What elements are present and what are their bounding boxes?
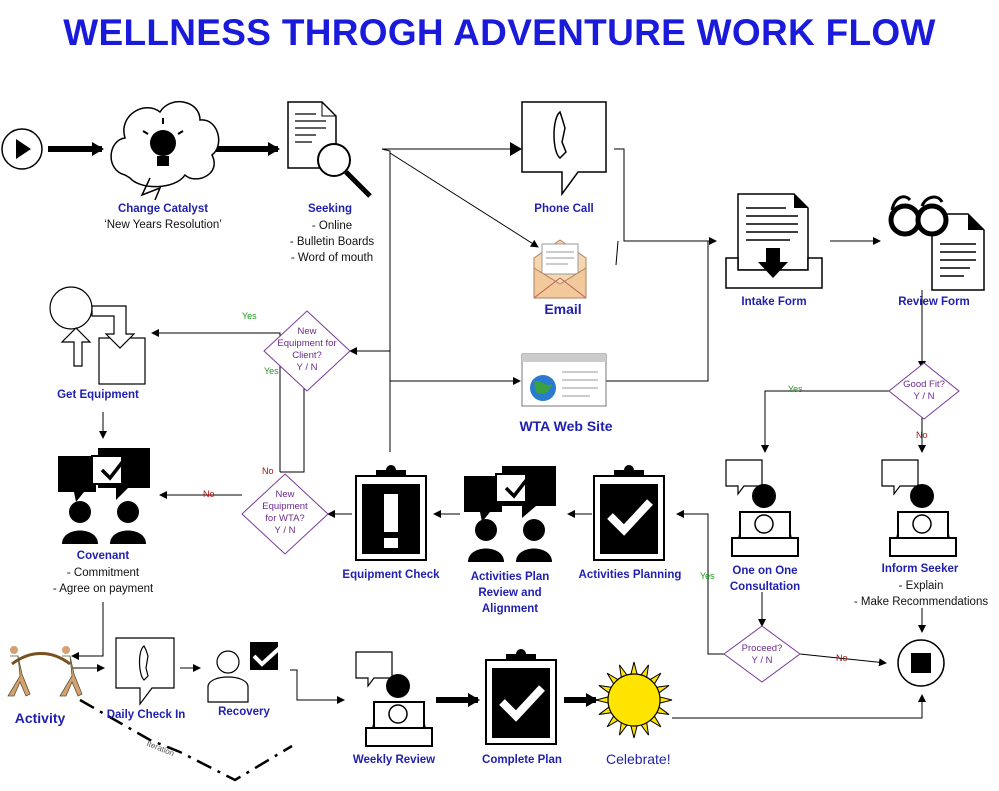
start-node (1, 128, 43, 170)
lightbulb-cloud-icon (110, 101, 220, 201)
end-node (897, 639, 945, 687)
label-activity: Activity (14, 710, 66, 726)
glasses-icon (888, 203, 922, 237)
clipboard-exclamation-icon (355, 465, 427, 561)
edge-label-yes: Yes (264, 366, 279, 376)
label-wta-web-site: WTA Web Site (519, 418, 613, 434)
label-weekly-review: Weekly Review (352, 754, 436, 766)
arrow-goodfit-yes (761, 390, 889, 453)
label-inform-seeker: Inform Seeker (881, 563, 959, 575)
list-item: - Commitment (66, 567, 140, 579)
label-seeking: Seeking (307, 203, 353, 215)
sun-ray (595, 696, 609, 704)
website-browser-icon (521, 353, 607, 407)
arrow-proceed-no (799, 653, 887, 667)
decision-good-fit (888, 362, 960, 420)
consultation-person-icon (725, 459, 799, 557)
complete-plan-clipboard-icon (485, 649, 557, 745)
list-item: - Word of mouth (290, 252, 374, 264)
list-item: - Explain (898, 580, 944, 592)
line-seeking-trunk (381, 148, 391, 452)
line-wta-yes (266, 332, 281, 472)
decision-new-equipment-wta (241, 473, 329, 555)
line-email-to-intake (615, 240, 619, 266)
decision-text-new-equipment-client: New Equipment for Client? Y / N (277, 326, 337, 373)
arrow-recovery-to-weekly (290, 669, 345, 704)
decision-text-proceed: Proceed? Y / N (741, 643, 783, 666)
edge-label-yes: Yes (788, 384, 803, 394)
edge-label-no: No (836, 653, 848, 663)
label-equipment-check: Equipment Check (342, 569, 440, 581)
label-get-equipment: Get Equipment (57, 389, 139, 401)
edge-label-yes: Yes (700, 571, 715, 581)
label-covenant: Covenant (76, 550, 130, 562)
list-item: - Make Recommendations (853, 596, 989, 608)
list-seeking: - Online - Bulletin Boards - Word of mou… (280, 218, 384, 266)
label-review-form: Review Form (898, 296, 970, 308)
plan-review-people-icon (464, 466, 556, 562)
label-activities-planning: Activities Planning (578, 569, 682, 581)
decision-diamonds (241, 310, 960, 683)
arrow-celebrate-to-end (672, 694, 926, 719)
line-wta-up (280, 376, 305, 473)
intake-form-icon (725, 193, 823, 289)
label-intake-form: Intake Form (741, 296, 807, 308)
daily-phone-icon (115, 637, 175, 706)
edge-label-no: No (916, 430, 928, 440)
sun-ray (630, 661, 638, 675)
sub-change-catalyst: ‘New Years Resolution’ (104, 219, 222, 231)
label-daily-check-in: Daily Check In (106, 709, 186, 721)
decision-text-good-fit: Good Fit? Y / N (903, 379, 945, 402)
label-recovery: Recovery (218, 706, 270, 718)
page-title: WELLNESS THROGH ADVENTURE WORK FLOW (63, 12, 936, 53)
tug-of-war-icon (7, 646, 83, 697)
get-equipment-icon (49, 286, 146, 385)
arrow-covenant-to-activity (71, 602, 104, 660)
stop-icon (911, 653, 931, 673)
iteration-loop (79, 698, 293, 782)
arrow-phone-to-intake (614, 148, 717, 245)
play-icon (16, 139, 31, 159)
list-covenant: - Commitment - Agree on payment (43, 565, 163, 597)
covenant-people-icon (58, 448, 150, 544)
list-item: - Online (311, 220, 353, 232)
line-web-to-intake (606, 241, 709, 382)
envelope-icon (533, 239, 587, 299)
edge-label-no: No (203, 489, 215, 499)
review-form-icon (888, 195, 985, 291)
label-email: Email (544, 301, 582, 317)
sun-ray (659, 696, 673, 704)
label-phone-call: Phone Call (534, 203, 594, 215)
recovery-person-check-icon (207, 642, 286, 703)
sun-icon (595, 661, 673, 739)
phone-speech-icon (521, 101, 607, 197)
edge-label-yes: Yes (242, 311, 257, 321)
list-inform-seeker: - Explain - Make Recommendations (846, 578, 996, 610)
clipboard-check-icon (593, 465, 665, 561)
decision-proceed (723, 625, 801, 683)
sun-ray (630, 725, 638, 739)
decision-new-equipment-client (263, 310, 351, 392)
label-celebrate: Celebrate! (606, 751, 671, 767)
weekly-review-person-icon (355, 651, 433, 747)
label-complete-plan: Complete Plan (482, 754, 562, 766)
connectors (48, 142, 926, 782)
arrow-seeking-to-email (389, 152, 539, 248)
label-change-catalyst: Change Catalyst (117, 203, 209, 215)
search-document-icon (287, 101, 372, 198)
label-activities-plan-review: Activities Plan Review and Alignment (470, 571, 550, 615)
arrow-proceed-yes (676, 510, 726, 655)
list-item: - Bulletin Boards (289, 236, 375, 248)
list-item: - Agree on payment (52, 583, 154, 595)
inform-seeker-person-icon (881, 459, 957, 557)
label-one-on-one: One on One Consultation (729, 565, 801, 593)
decision-text-new-equipment-wta: New Equipment for WTA? Y / N (262, 489, 308, 536)
edge-label-no: No (262, 466, 274, 476)
